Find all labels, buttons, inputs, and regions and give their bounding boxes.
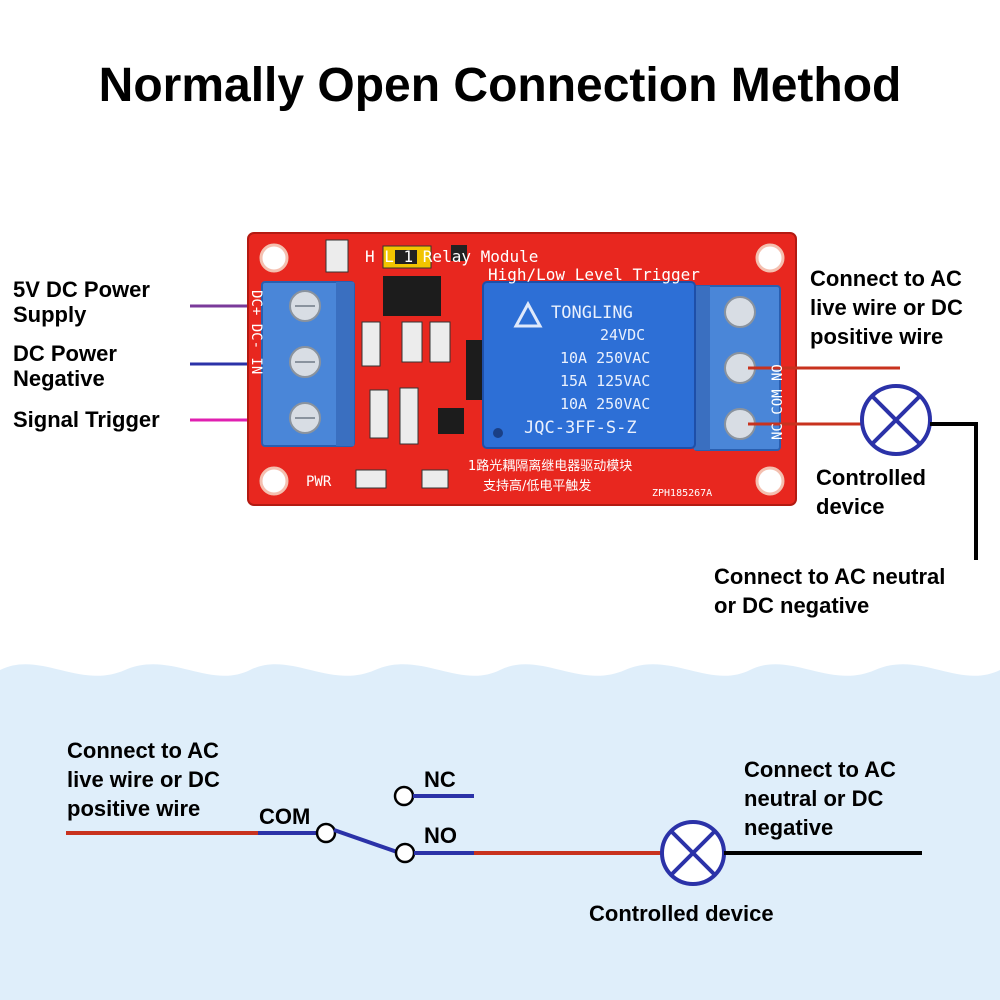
page-title: Normally Open Connection Method [98, 59, 902, 112]
transistor [438, 408, 464, 434]
board-left-pins: DC+ DC- IN [248, 290, 264, 374]
nc-terminal [393, 785, 415, 807]
label-com: COM [259, 804, 311, 829]
relay-line-3: 15A 125VAC [560, 372, 650, 390]
lamp-icon [860, 384, 932, 456]
label-signal-trigger: Signal Trigger [13, 407, 160, 432]
board-subheader: High/Low Level Trigger [488, 265, 700, 284]
relay-line-2: 10A 250VAC [560, 349, 650, 367]
board-cn-line2: 支持高/低电平触发 [483, 478, 591, 494]
relay-line-4: 10A 250VAC [560, 395, 650, 413]
relay-module-diagram: H L 1 Relay Module High/Low Level Trigge… [190, 232, 978, 560]
board-cn-line1: 1路光耦隔离继电器驱动模块 [468, 458, 632, 474]
board-code: ZPH185267A [652, 488, 712, 499]
relay-body [482, 281, 696, 449]
relay-line-1: 24VDC [600, 326, 645, 344]
no-terminal [394, 842, 416, 864]
label-no: NO [424, 823, 457, 848]
schematic-diagram [66, 785, 922, 886]
mounting-holes [259, 243, 785, 496]
wire-neutral [930, 422, 978, 560]
smd-parts [325, 239, 451, 489]
relay-line-5: JQC-3FF-S-Z [524, 418, 637, 438]
relay-brand: TONGLING [551, 303, 633, 323]
switch-arm [333, 828, 401, 855]
board-right-pins: NC COM NO [770, 364, 786, 440]
board-pwr: PWR [306, 474, 332, 490]
label-nc: NC [424, 767, 456, 792]
right-terminal-screws [724, 296, 756, 440]
com-terminal [315, 822, 337, 844]
optocoupler [383, 276, 441, 316]
label-controlled-device-bottom: Controlled device [589, 901, 774, 926]
wave-background [0, 664, 1000, 1000]
schematic-lamp-icon [660, 820, 726, 886]
board-header: H L 1 Relay Module [365, 247, 538, 266]
